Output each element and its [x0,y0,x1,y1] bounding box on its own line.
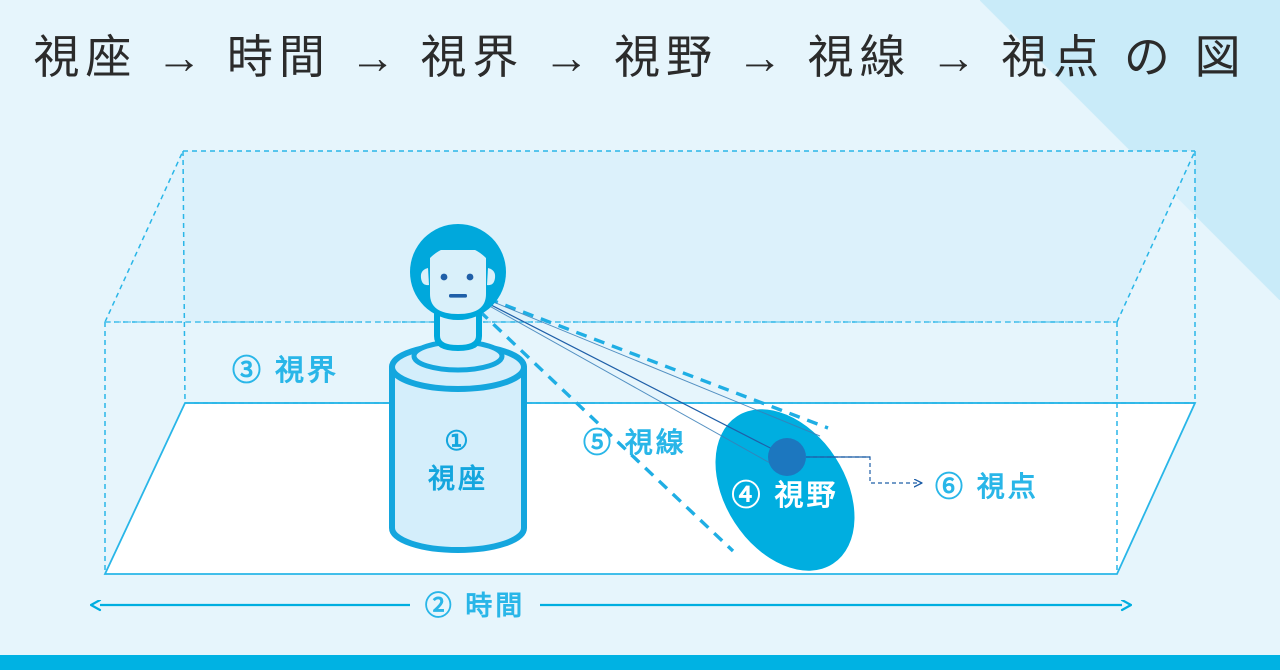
page-title: 視座 → 時間 → 視界 → 視野 → 視線 → 視点 の 図 [33,31,1247,83]
person-head [410,224,506,351]
label-shisen: ⑤ 視線 [583,426,687,458]
field-ellipse [715,409,855,571]
label-jikan: ② 時間 [425,590,526,621]
gaze-line [451,284,782,454]
focus-dot [768,438,806,476]
label-shiten: ⑥ 視点 [935,470,1039,502]
cylinder [389,339,527,553]
label-shiza-number: ① [444,426,471,456]
label-shiza-word: 視座 [428,463,488,494]
label-shiya: ④ 視野 [731,479,838,512]
view-cone-thin-lines [451,284,821,464]
footer-accent-bar [0,655,1280,670]
horizon-plane [105,151,1195,322]
label-shikai: ③ 視界 [232,354,339,387]
view-cone [450,283,829,553]
